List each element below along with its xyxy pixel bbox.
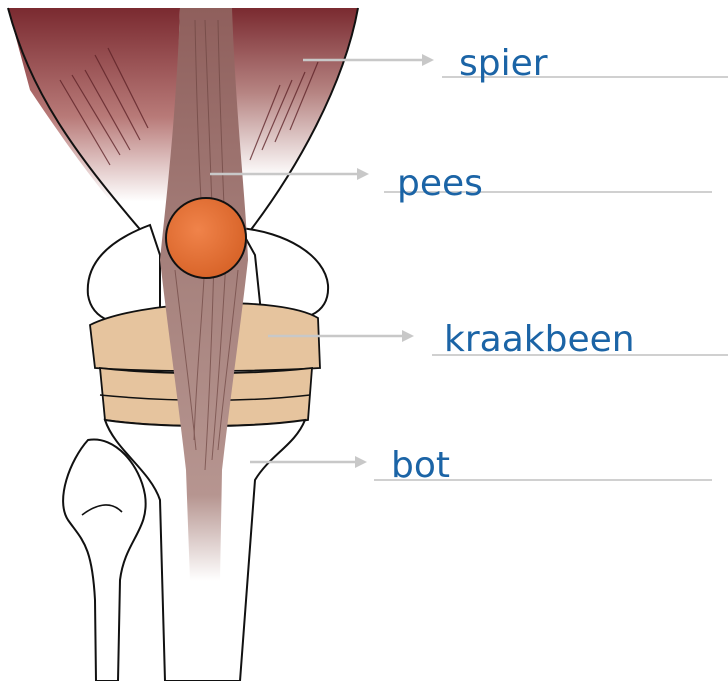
tibia-illustration [63,420,305,681]
label-pees: pees [397,166,483,202]
label-spier: spier [459,46,548,82]
label-kraakbeen: kraakbeen [444,322,635,358]
label-bot: bot [391,448,450,484]
kneecap-illustration [166,198,246,278]
